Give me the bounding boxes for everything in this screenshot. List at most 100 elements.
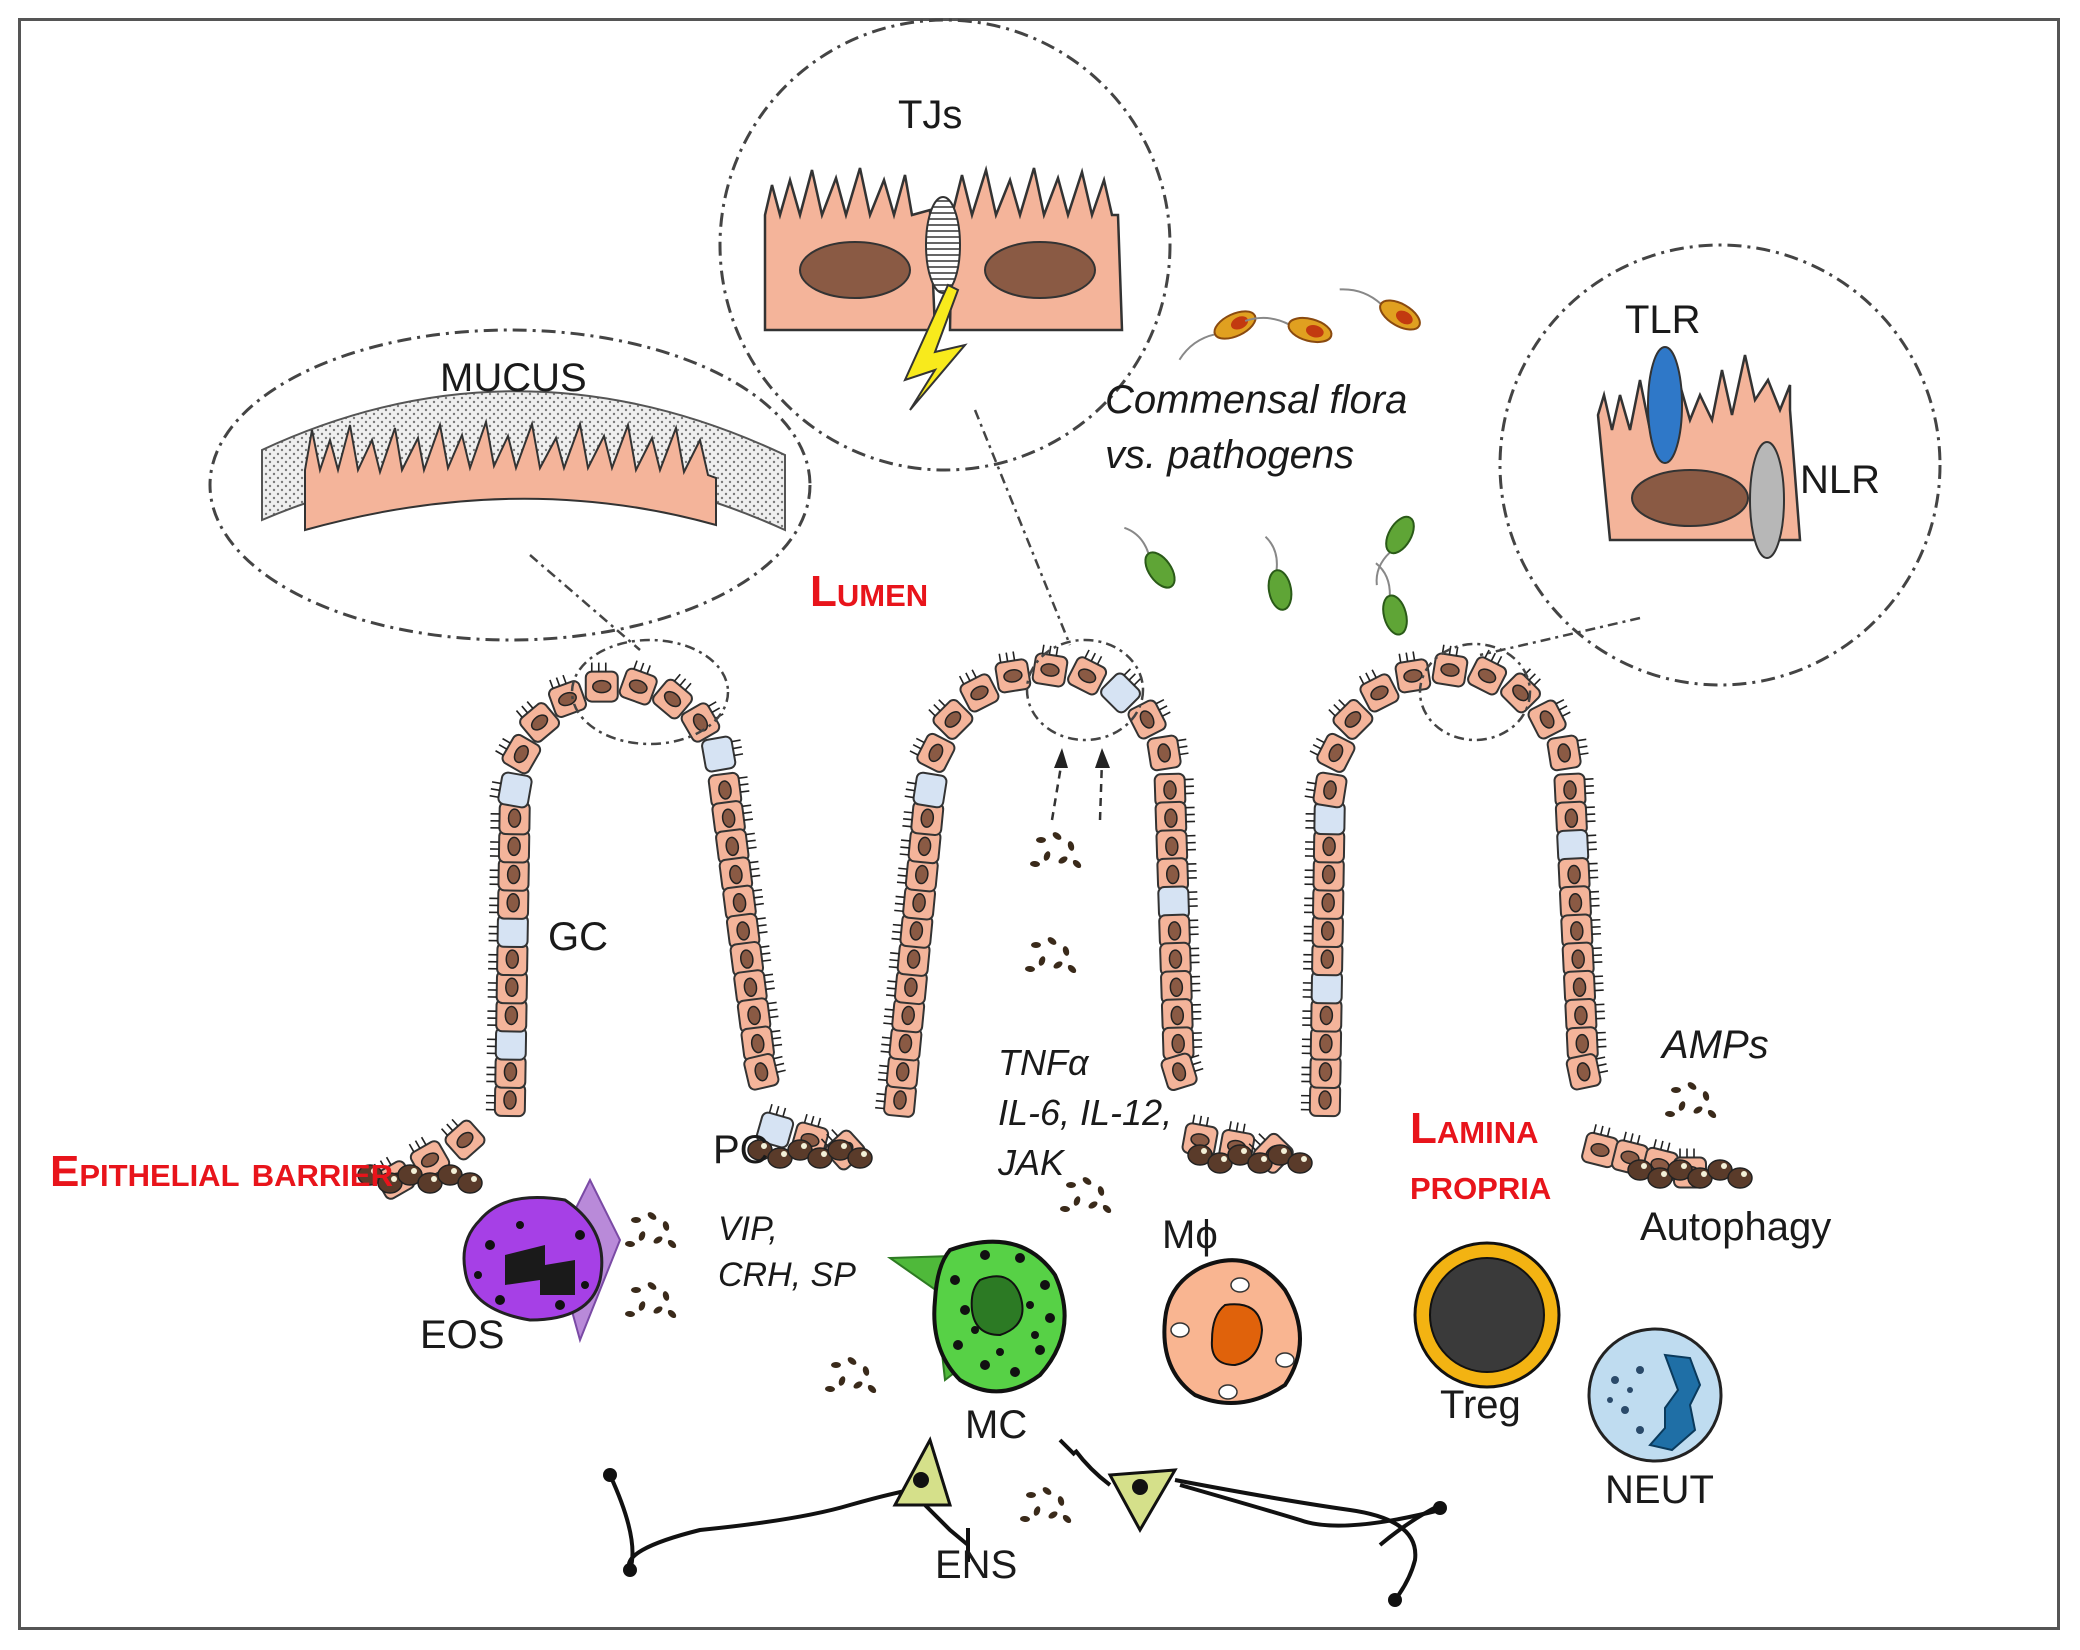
neut-label: NEUT (1605, 1468, 1714, 1512)
mediator-granule (647, 1212, 657, 1220)
goblet-cell (486, 1026, 528, 1061)
pathogenic-bacterium (1124, 526, 1176, 589)
mediator-granule (638, 1231, 646, 1241)
epithelial-cell (1160, 969, 1201, 1005)
mediator-granule (1097, 1186, 1105, 1196)
mediator-granule (1088, 1201, 1098, 1209)
mediator-granule (1058, 856, 1068, 864)
epithelial-cell (894, 884, 937, 921)
epithelial-cell (1553, 772, 1595, 808)
mediator-granule (653, 1306, 663, 1314)
mediator-granule (1033, 1506, 1041, 1516)
mediator-granule (1020, 1515, 1030, 1523)
mucus-label: MUCUS (440, 356, 587, 400)
epithelial-cell (584, 662, 619, 703)
mediator-granule (667, 1309, 677, 1319)
il-label: IL-6, IL-12, (998, 1092, 1173, 1133)
treg-label: Treg (1440, 1383, 1521, 1427)
nlr-label: NLR (1800, 458, 1881, 502)
epithelial-cell (875, 1082, 917, 1118)
goblet-cell (489, 771, 533, 809)
goblet-cell (904, 771, 948, 809)
commensal-bacterium (1339, 288, 1421, 331)
epithelial-cell (1301, 1026, 1343, 1061)
mediator-granule (838, 1376, 846, 1386)
epithelial-cell (1564, 998, 1606, 1033)
epithelial-cell (736, 997, 779, 1034)
mediator-granule (1067, 964, 1077, 974)
pc-label: PC (713, 1128, 769, 1172)
epithelial-cell (1558, 885, 1600, 921)
epithelial-cell (883, 997, 926, 1034)
eos-cell (462, 1177, 622, 1344)
mediator-granule (625, 1310, 635, 1318)
mediator-granule (1031, 942, 1041, 948)
vip-label: VIP, (718, 1210, 778, 1248)
epithelial-cell (880, 1025, 923, 1062)
mediator-granule (1687, 1082, 1697, 1090)
mediator-granule (1702, 1091, 1710, 1101)
mphi-label: Mϕ (1162, 1213, 1218, 1257)
epithelial-cell (1067, 649, 1108, 696)
epithelial-cell (1304, 829, 1346, 864)
commensal-label-line2: vs. pathogens (1105, 433, 1355, 477)
mediator-granule (647, 1282, 657, 1290)
mucus-zoom-circle (208, 328, 812, 642)
connector-tj (973, 409, 1072, 646)
epithelial-cell (711, 800, 754, 837)
mediator-granule (631, 1217, 641, 1223)
macrophage-cell (1162, 1258, 1302, 1405)
mediator-granule (1030, 860, 1040, 868)
epithelial-cell (896, 856, 939, 893)
epithelial-cell (440, 1118, 486, 1161)
mast-cell (886, 1239, 1067, 1394)
mediator-granule (1036, 837, 1046, 843)
pathogenic-bacterium (1375, 515, 1415, 586)
mediator-granule (1025, 965, 1035, 973)
epithelial-cell (715, 828, 757, 865)
commensal-bacterium (1244, 316, 1333, 344)
bacteria-group (1124, 288, 1421, 636)
epithelial-cell (1467, 649, 1508, 696)
tjs-label: TJs (898, 93, 963, 137)
mediator-granule (1047, 937, 1057, 945)
mediator-granule (1102, 1204, 1112, 1214)
epithelial-cell (1561, 941, 1603, 977)
epithelial-cell (1565, 1053, 1609, 1091)
epithelial-cell (891, 913, 934, 949)
epithelial-cell (899, 828, 942, 865)
epithelial-cell (1304, 857, 1345, 892)
mucus-zoom-content (260, 390, 790, 532)
ens-label: ENS (935, 1543, 1018, 1587)
epithelial-cell (1328, 699, 1374, 740)
epithelial-cell (1394, 651, 1432, 694)
epithelial-cell (902, 800, 945, 837)
epithelial-cell (487, 970, 528, 1005)
epithelial-cell (1546, 734, 1589, 772)
epithelial-cell (707, 771, 750, 809)
villus-highlight-middle (1025, 638, 1145, 742)
epithelial-cell (909, 732, 956, 773)
epithelial-cell (652, 673, 693, 720)
upward-arrows (1050, 748, 1110, 821)
mediator-granule (1707, 1109, 1717, 1119)
epithelial-cell (1303, 913, 1344, 949)
tj-zoom-content (763, 165, 1124, 411)
mediator-granule (1060, 1205, 1070, 1213)
mediator-granule (1057, 1496, 1065, 1506)
epithelial-cell (1304, 885, 1345, 920)
mediator-granule (1671, 1087, 1681, 1093)
mediator-granule (662, 1221, 670, 1231)
villus-highlight-right (1418, 642, 1532, 742)
epithelial-cell (1563, 969, 1604, 1005)
epithelial-cell (1431, 644, 1469, 688)
amps-label: AMPs (1662, 1023, 1769, 1067)
nlr-receptor (1749, 441, 1785, 559)
epithelial-cell (495, 733, 542, 775)
epithelial-cell (1527, 698, 1571, 740)
gc-label: GC (548, 915, 608, 959)
mediator-granule (1073, 1196, 1081, 1206)
mediator-granule (862, 1366, 870, 1376)
epithelial-cell (1309, 732, 1356, 773)
